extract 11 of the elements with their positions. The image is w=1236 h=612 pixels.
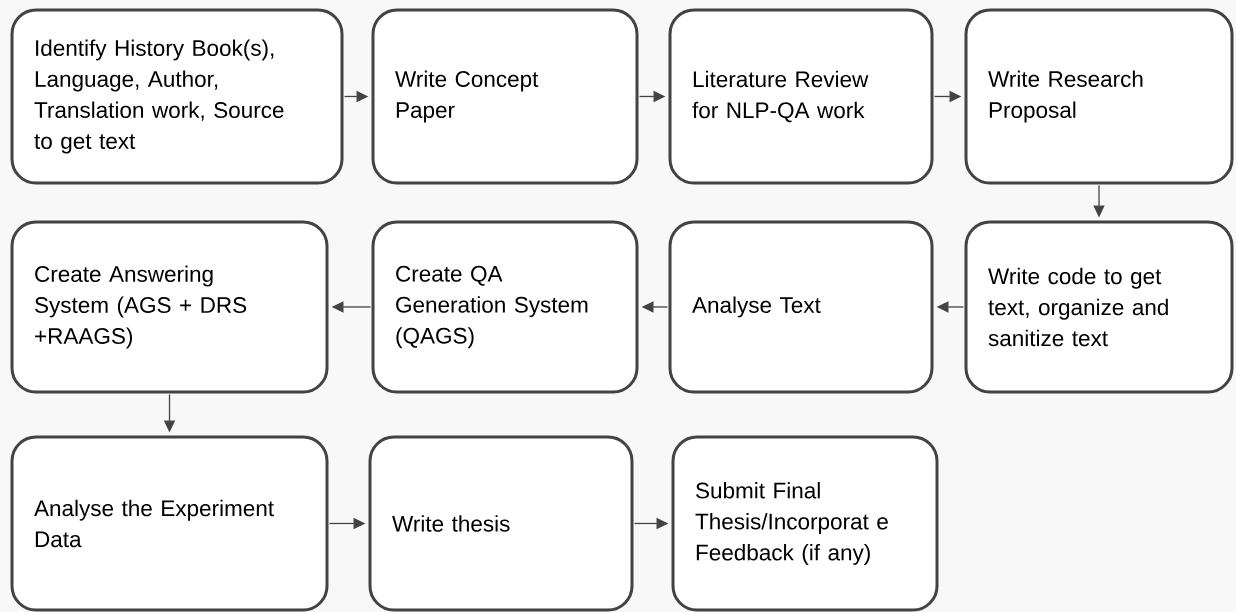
process-box: Literature Review for NLP-QA work: [668, 8, 934, 185]
process-box: Write Concept Paper: [371, 8, 639, 185]
process-box: Analyse the Experiment Data: [10, 435, 329, 612]
process-box: Write thesis: [368, 435, 634, 612]
process-box: Identify History Book(s), Language, Author, Translation work, Source to get text: [10, 8, 344, 185]
process-box: Analyse Text: [668, 220, 934, 394]
process-box: Create Answering System (AGS + DRS +RAAGS): [10, 220, 329, 394]
process-box: Create QA Generation System (QAGS): [371, 220, 639, 394]
process-box: Write code to get text, organize and sanitize text: [964, 220, 1234, 394]
process-box: Submit Final Thesis/Incorporat e Feedback (if any): [671, 435, 939, 612]
process-box: Write Research Proposal: [964, 8, 1234, 185]
